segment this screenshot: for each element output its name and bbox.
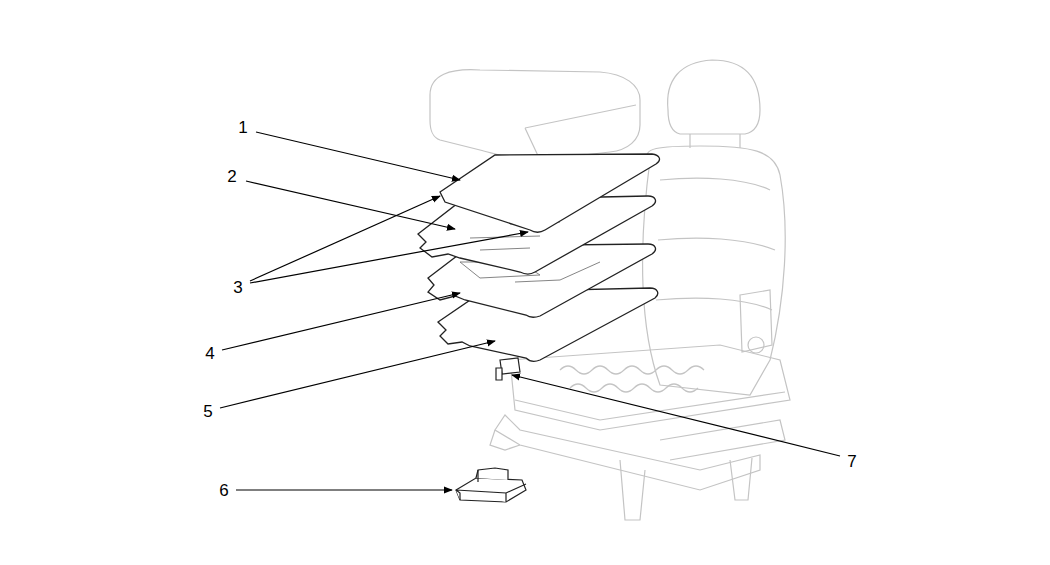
callout-number: 7 <box>847 453 856 470</box>
callout-number: 3 <box>233 279 242 296</box>
control-module <box>456 468 526 502</box>
callout-number: 1 <box>238 119 247 136</box>
callout-number: 5 <box>203 403 212 420</box>
callout-number: 6 <box>219 482 228 499</box>
callout-number: 4 <box>205 345 214 362</box>
leader-lines <box>220 132 840 490</box>
layer-1 <box>440 154 659 232</box>
seat-layers <box>418 154 659 361</box>
callout-number: 2 <box>227 168 236 185</box>
